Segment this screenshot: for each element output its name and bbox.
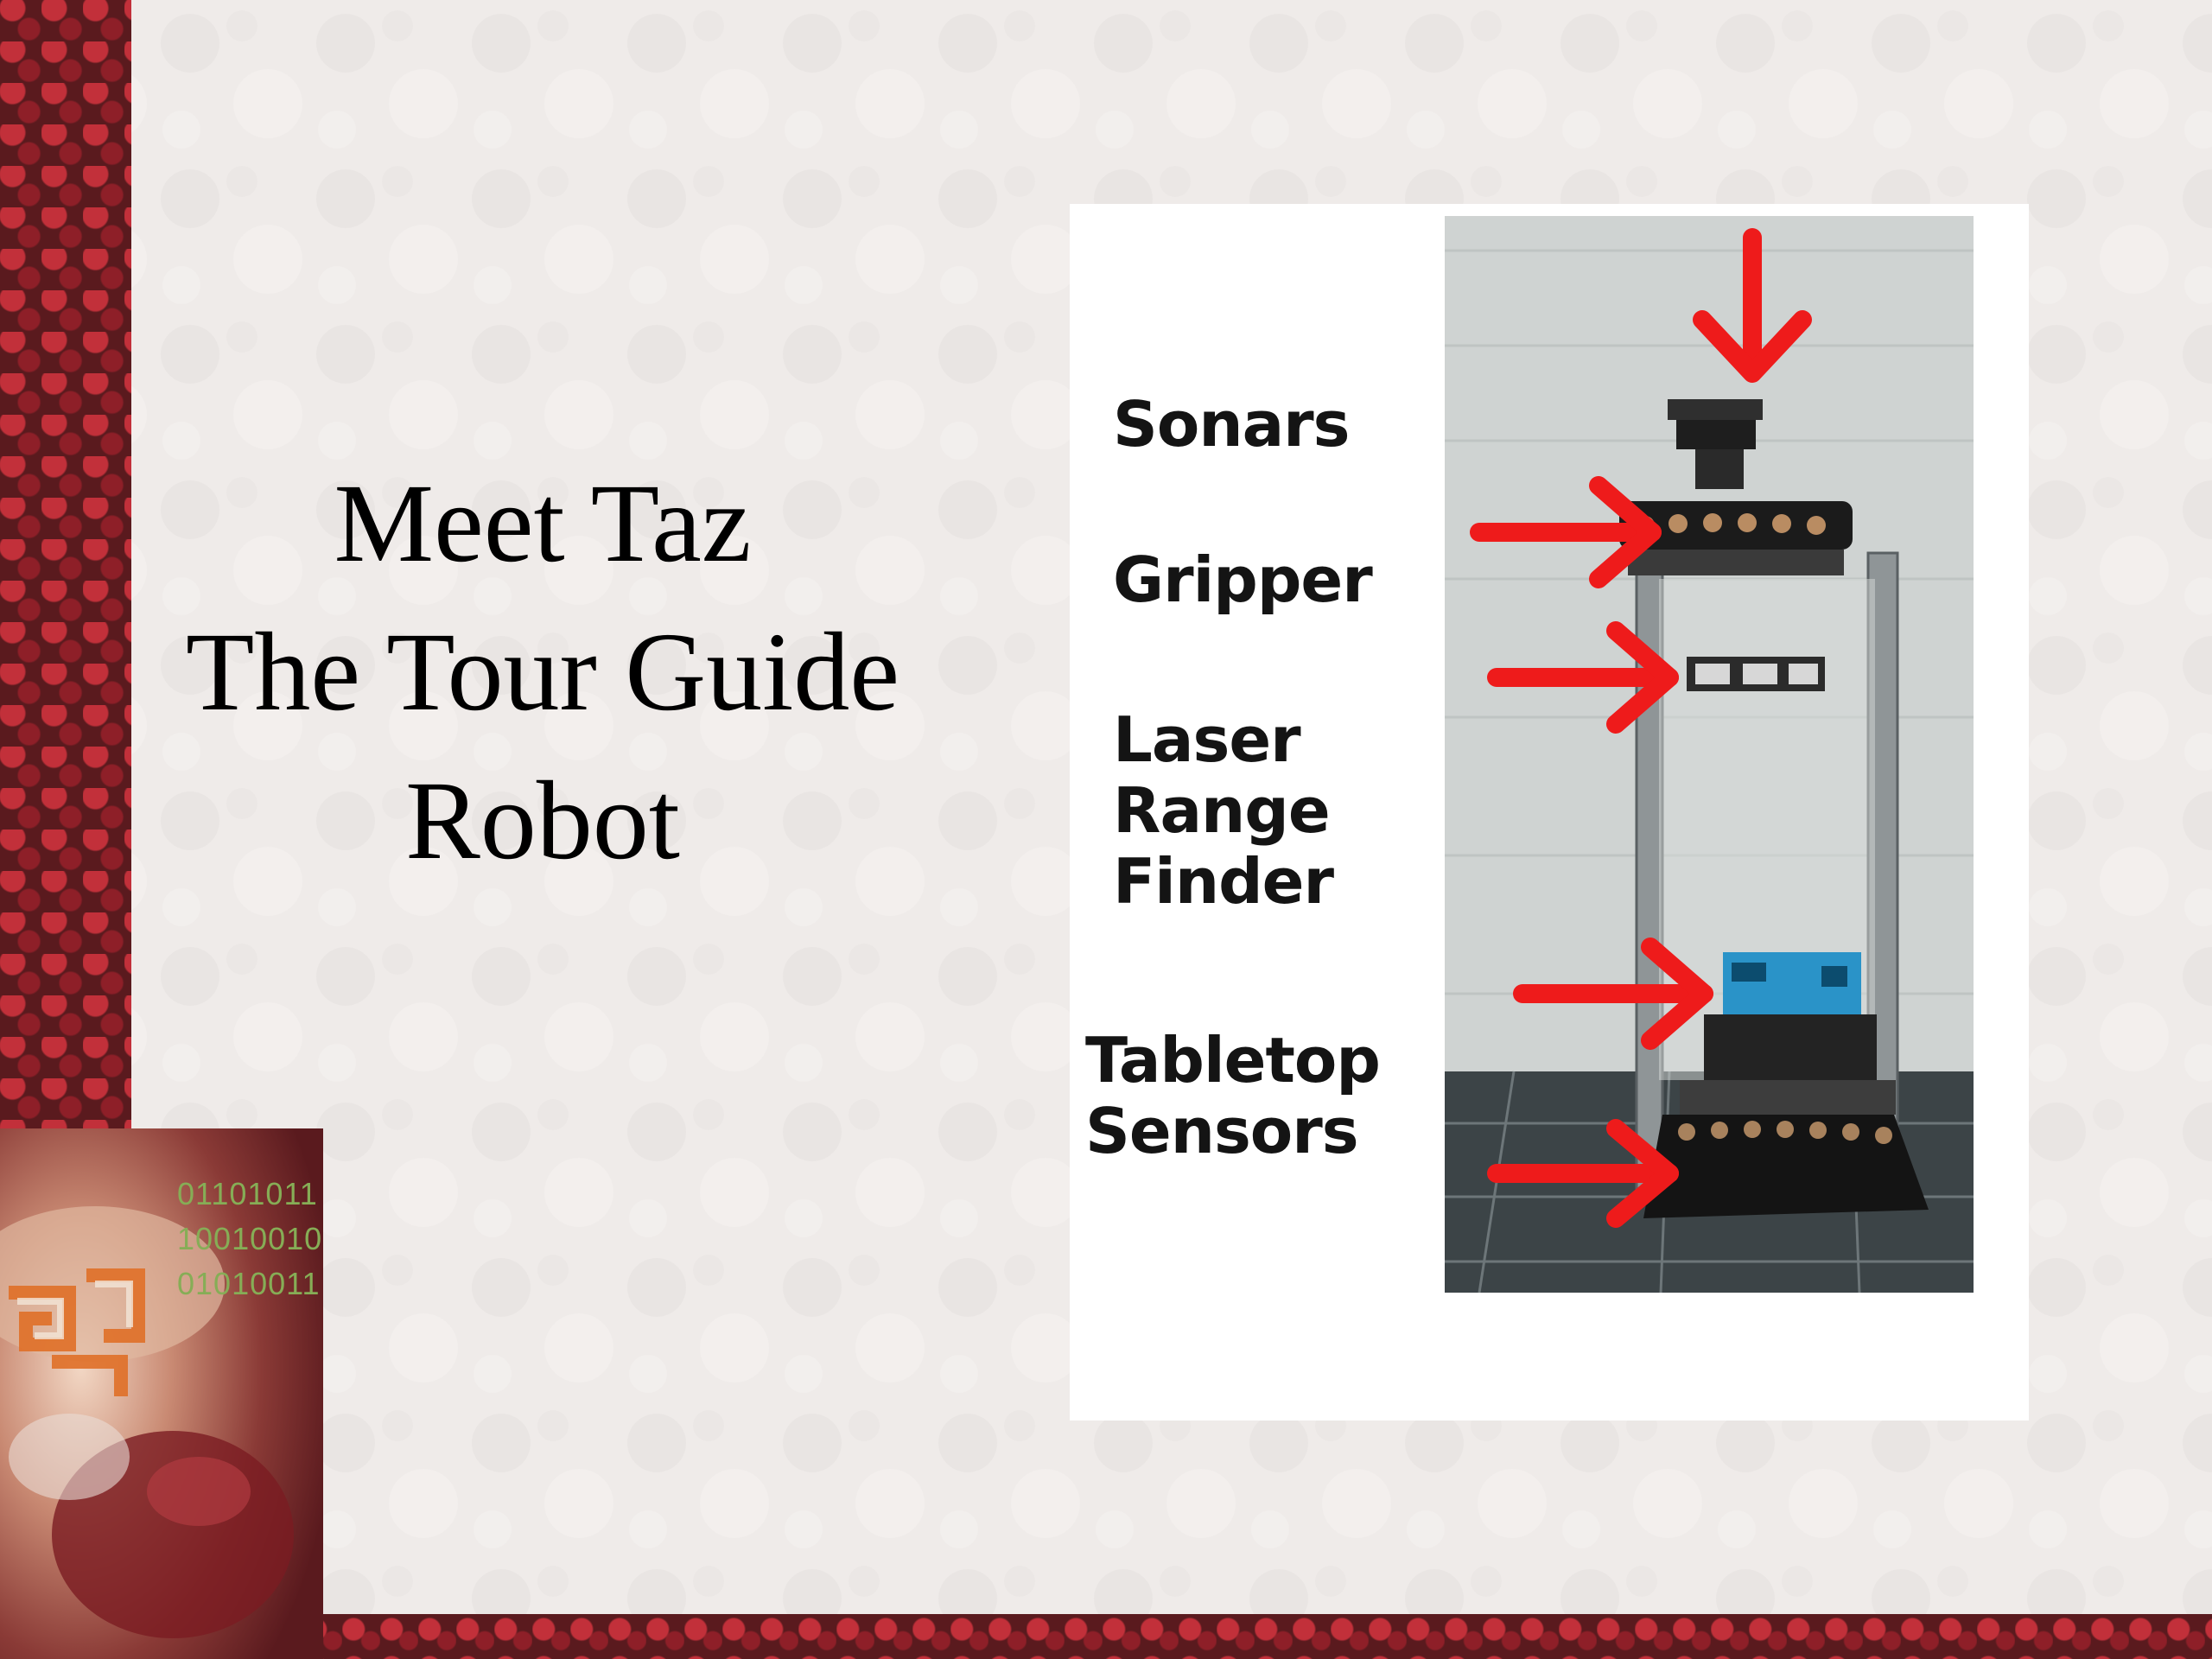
sonars-arrow [1693, 228, 1812, 383]
binary-line-2: 10010010 [177, 1221, 323, 1256]
corner-artwork [0, 1128, 323, 1659]
label-tabletop-line-1: Tabletop [1085, 1024, 1381, 1096]
bottom-decorative-border [0, 1614, 2212, 1659]
sonars-side-arrow [1470, 476, 1662, 588]
gripper-arrow [1487, 621, 1679, 734]
tabletop-arrow [1487, 1119, 1679, 1228]
robot-photo [1445, 216, 1974, 1293]
binary-line-3: 01010011 [177, 1266, 321, 1301]
binary-digits: 01101011 10010010 01010011 [177, 1172, 363, 1306]
slide-title: Meet Taz The Tour Guide Robot [131, 449, 954, 895]
label-gripper: Gripper [1113, 543, 1373, 616]
label-tabletop-sensors: Tabletop Sensors [1085, 1024, 1381, 1167]
title-line-2: The Tour Guide [185, 610, 900, 734]
laser-arrow [1513, 938, 1713, 1050]
label-laser-line-1: Laser [1113, 703, 1301, 776]
title-line-3: Robot [405, 759, 680, 883]
binary-line-1: 01101011 [177, 1176, 318, 1211]
label-laser-range-finder: Laser Range Finder [1113, 703, 1334, 918]
callout-arrows [1470, 228, 1812, 1228]
label-sonars: Sonars [1113, 388, 1351, 461]
title-line-1: Meet Taz [334, 461, 752, 586]
label-tabletop-line-2: Sensors [1085, 1095, 1359, 1167]
label-laser-line-3: Finder [1113, 845, 1334, 918]
label-laser-line-2: Range [1113, 774, 1331, 847]
